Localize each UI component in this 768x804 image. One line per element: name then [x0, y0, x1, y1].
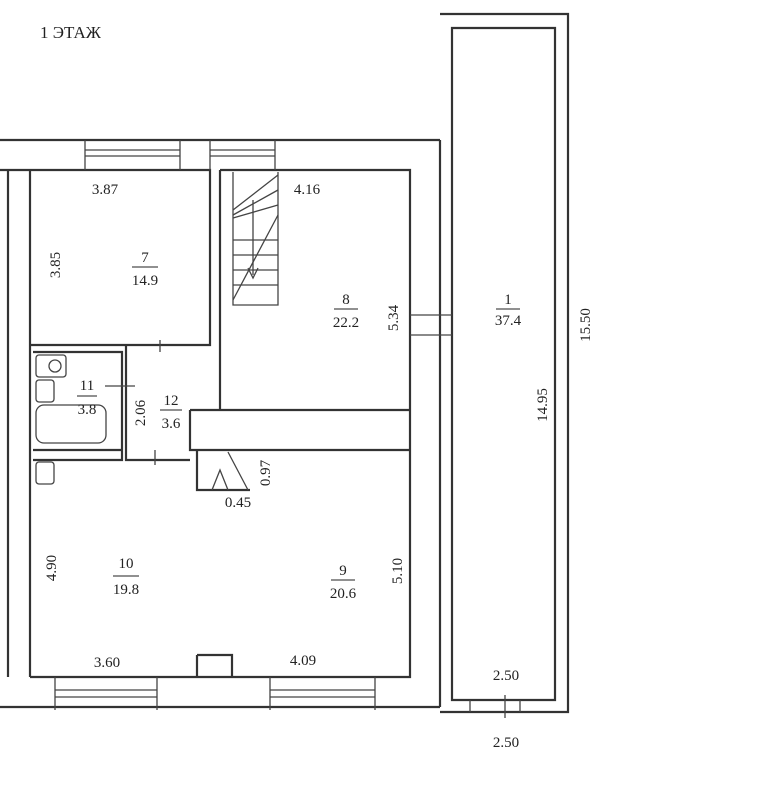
dim-r7-width: 3.87 [92, 182, 119, 198]
room-7-area: 14.9 [132, 273, 158, 289]
kitchen-sink-icon [35, 461, 55, 485]
room-12-number: 12 [164, 393, 179, 409]
dim-r10-width: 3.60 [94, 655, 120, 671]
room-1-number: 1 [504, 292, 512, 308]
stairs [232, 172, 279, 306]
room-11-area: 3.8 [78, 402, 97, 418]
room-12-area: 3.6 [162, 416, 181, 432]
walls [0, 12, 570, 714]
dim-r1-inner-width: 2.50 [493, 668, 519, 684]
dim-r12-height: 2.06 [133, 399, 149, 426]
dim-r10-height: 4.90 [44, 555, 60, 581]
dim-niche-height: 0.97 [258, 459, 274, 486]
dim-r1-outer-width: 2.50 [493, 735, 519, 751]
room-9-number: 9 [339, 563, 347, 579]
fixtures [35, 340, 249, 491]
room-10-number: 10 [119, 556, 134, 572]
dim-r7-height: 3.85 [48, 252, 64, 278]
dim-r1-inner-length: 14.95 [535, 388, 551, 422]
dim-r9-height: 5.10 [390, 558, 406, 584]
dim-r8-width: 4.16 [294, 182, 321, 198]
dim-r8-height: 5.34 [386, 304, 402, 331]
floor-title: 1 ЭТАЖ [40, 23, 102, 42]
room-11-number: 11 [80, 378, 94, 394]
bathtub-icon [35, 404, 107, 444]
room-8-area: 22.2 [333, 315, 359, 331]
dim-niche-width: 0.45 [225, 495, 251, 511]
room-1-area: 37.4 [495, 313, 522, 329]
room-labels: 1 37.4 7 14.9 8 22.2 9 20.6 10 19.8 11 3… [77, 250, 522, 602]
dim-r9-width: 4.09 [290, 653, 316, 669]
room-8-number: 8 [342, 292, 350, 308]
windows [54, 140, 521, 718]
room-9-area: 20.6 [330, 586, 357, 602]
dim-r1-outer-length: 15.50 [578, 308, 594, 342]
room-10-area: 19.8 [113, 582, 139, 598]
toilet-icon [35, 354, 67, 378]
room-7-number: 7 [141, 250, 149, 266]
dimension-labels: 3.87 3.85 4.16 5.34 2.06 0.97 0.45 4.90 … [44, 182, 594, 751]
sink-icon [35, 379, 55, 403]
